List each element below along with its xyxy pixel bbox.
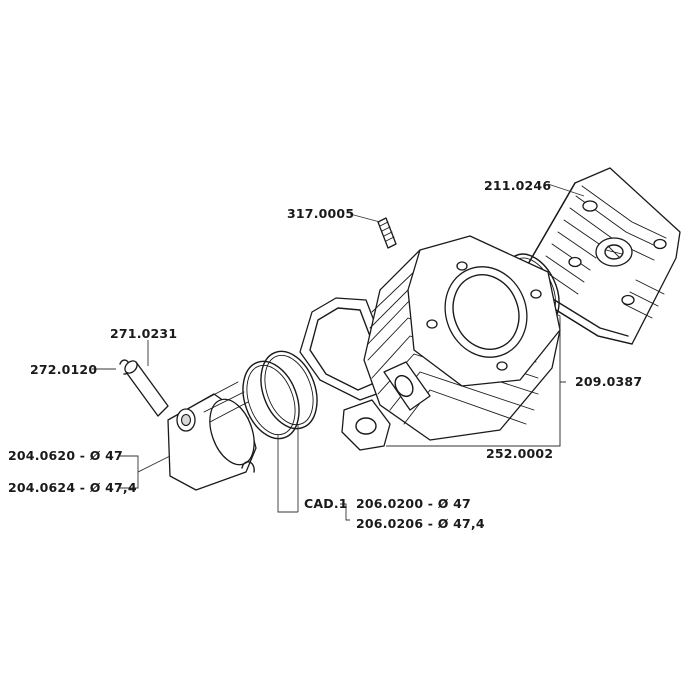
stud — [377, 217, 397, 249]
circlip-right — [241, 461, 255, 473]
piston-pin — [124, 360, 169, 417]
label-pin: 271.0231 — [110, 326, 177, 341]
label-rings-a: 206.0200 - Ø 47 — [356, 496, 471, 511]
cylinder-head — [519, 167, 681, 345]
label-piston-b: 204.0624 - Ø 47,4 — [8, 480, 137, 495]
label-rings-b: 206.0206 - Ø 47,4 — [356, 516, 485, 531]
piston-rings — [242, 350, 318, 440]
part-labels: 211.0246 317.0005 209.0387 252.0002 271.… — [8, 178, 642, 531]
label-head: 211.0246 — [484, 178, 551, 193]
label-head-gasket: 209.0387 — [575, 374, 642, 389]
cylinder — [341, 235, 561, 451]
piston — [167, 381, 257, 491]
label-rings-group: CAD.1 — [304, 496, 348, 511]
label-clip: 272.0120 — [30, 362, 97, 377]
leader-lines — [92, 183, 585, 521]
label-piston-a: 204.0620 - Ø 47 — [8, 448, 123, 463]
label-base-gasket: 252.0002 — [486, 446, 553, 461]
label-stud: 317.0005 — [287, 206, 354, 221]
